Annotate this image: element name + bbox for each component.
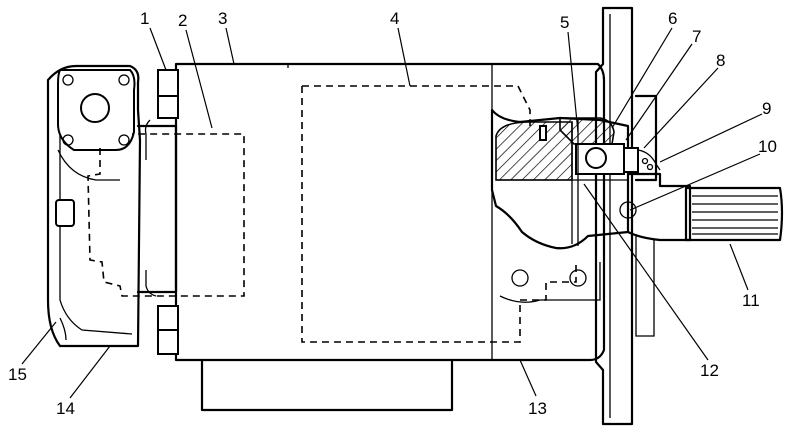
callout-8: 8 <box>716 51 725 70</box>
callout-15: 15 <box>8 365 27 384</box>
port-flange <box>57 69 136 151</box>
callout-9: 9 <box>762 99 771 118</box>
callout-5: 5 <box>560 13 569 32</box>
adapter-plate <box>136 69 179 355</box>
callout-4: 4 <box>390 9 399 28</box>
drive-shaft <box>619 172 784 337</box>
hidden-internals <box>87 85 577 343</box>
callout-10: 10 <box>758 137 777 156</box>
callout-13: 13 <box>528 399 547 418</box>
end-cover <box>46 64 142 348</box>
callout-labels: 1 2 3 4 5 6 7 8 9 10 11 12 13 14 15 <box>8 9 777 418</box>
callout-3: 3 <box>218 9 227 28</box>
callout-14: 14 <box>56 399 75 418</box>
bearing-cutaway <box>490 108 639 250</box>
callout-11: 11 <box>742 291 760 310</box>
housing-ports <box>499 262 601 303</box>
leader-lines <box>21 27 763 399</box>
base-foot <box>200 358 454 412</box>
callout-6: 6 <box>668 9 677 28</box>
pump-housing <box>174 62 606 362</box>
callout-7: 7 <box>692 27 701 46</box>
callout-2: 2 <box>178 11 187 30</box>
seal-retainer <box>634 94 661 182</box>
callout-1: 1 <box>140 9 149 28</box>
callout-12: 12 <box>700 361 719 380</box>
